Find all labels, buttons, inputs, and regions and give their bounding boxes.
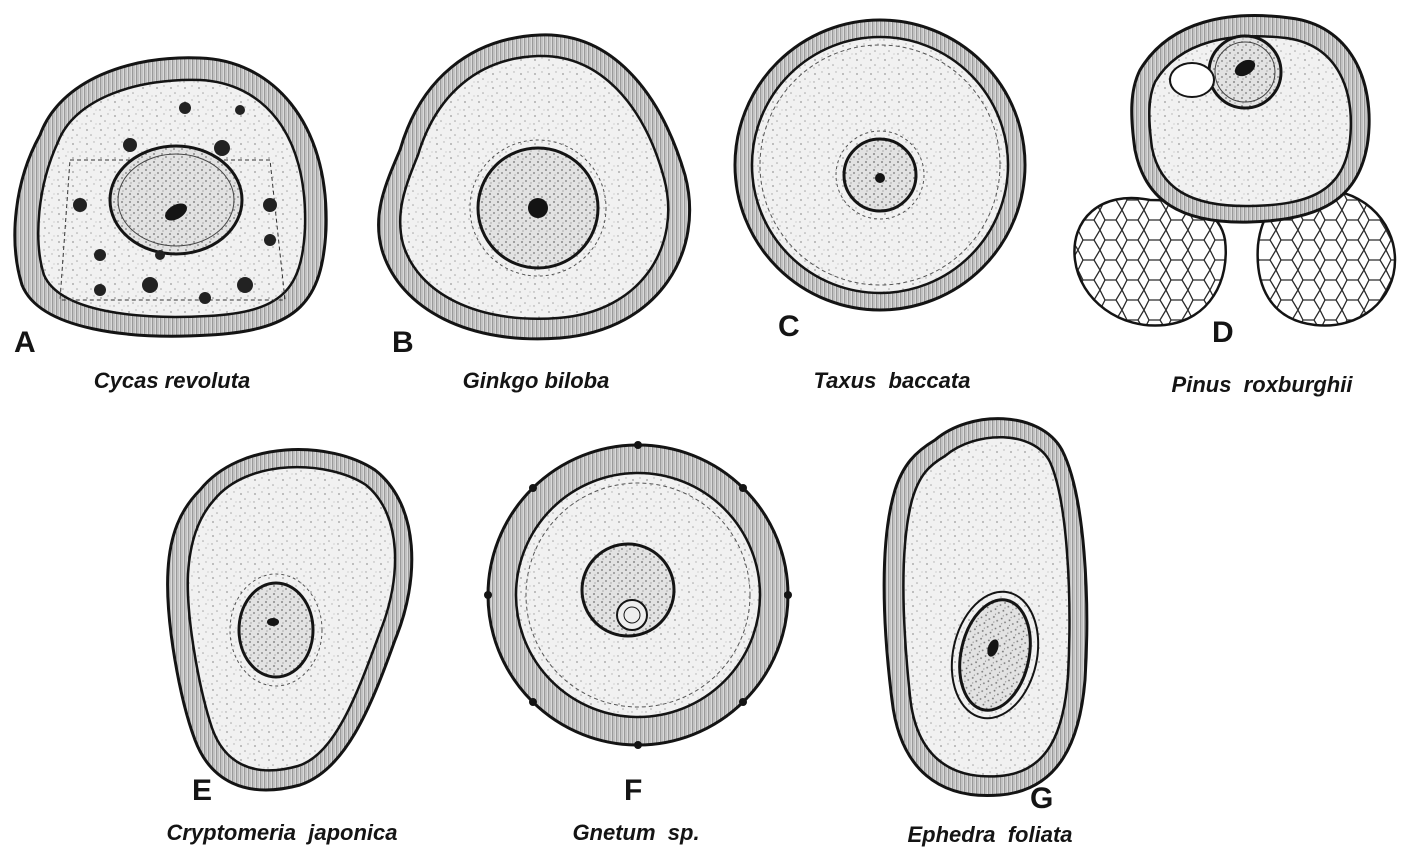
pollen-grain-taxus <box>735 20 1025 310</box>
pollen-grain-cycas <box>15 58 326 336</box>
pollen-grain-ephedra <box>884 419 1087 796</box>
panel-letter-e: E <box>192 774 212 807</box>
species-label-f: Gnetum sp. <box>572 820 699 845</box>
species-label-a: Cycas revoluta <box>94 368 251 393</box>
pollen-grain-cryptomeria <box>168 450 412 790</box>
species-label-d: Pinus roxburghii <box>1172 372 1354 397</box>
pollen-grain-ginkgo <box>378 35 689 339</box>
panel-letter-f: F <box>624 774 642 807</box>
species-label-c: Taxus baccata <box>814 368 971 393</box>
pollen-grain-gnetum <box>484 441 792 749</box>
pollen-grain-pinus <box>1074 16 1395 326</box>
panel-letter-c: C <box>778 310 800 343</box>
species-label-e: Cryptomeria japonica <box>166 820 397 845</box>
panel-letter-b: B <box>392 326 414 359</box>
panel-letter-a: A <box>14 326 36 359</box>
panel-letter-d: D <box>1212 316 1234 349</box>
species-label-b: Ginkgo biloba <box>463 368 610 393</box>
species-label-g: Ephedra foliata <box>907 822 1072 847</box>
panel-letter-g: G <box>1030 782 1053 815</box>
